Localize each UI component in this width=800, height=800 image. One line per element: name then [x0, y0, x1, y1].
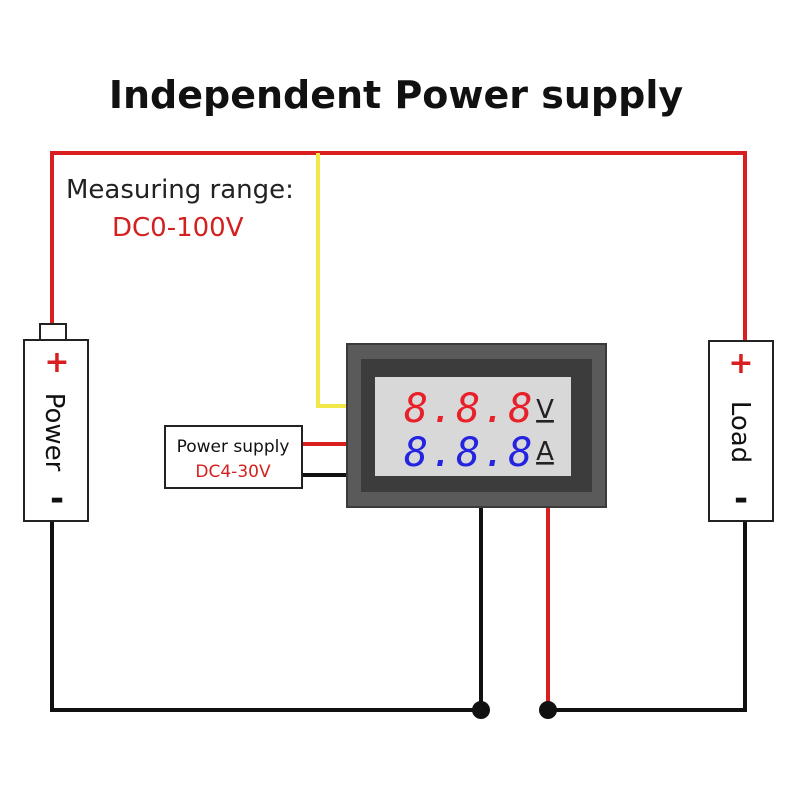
meter-supply-label: Power supply	[177, 437, 290, 457]
meter-supply-value: DC4-30V	[195, 462, 271, 482]
meter-screen	[375, 377, 571, 476]
power-battery-plus: +	[44, 345, 69, 380]
measuring-range-label: Measuring range:	[66, 175, 294, 205]
power-battery-body	[23, 339, 89, 522]
voltage-digits: 8.8.8	[404, 386, 534, 432]
power-battery: + Power -	[23, 323, 89, 522]
load-battery-body	[708, 340, 774, 522]
black-load-negative-wire	[548, 521, 747, 712]
yellow-sense-wire	[316, 153, 348, 408]
meter-supply-box: Power supply DC4-30V	[164, 425, 303, 489]
load-battery: + Load -	[708, 340, 774, 522]
current-digits: 8.8.8	[404, 430, 534, 476]
power-battery-label: Power	[39, 393, 69, 472]
load-battery-plus: +	[728, 346, 753, 381]
current-unit: A	[536, 437, 554, 467]
power-battery-minus: -	[50, 479, 64, 519]
junction-dot-shunt	[539, 701, 557, 719]
diagram-title: Independent Power supply	[109, 73, 684, 117]
junction-dot-negative	[472, 701, 490, 719]
voltmeter-ammeter: 8.8.8 V 8.8.8 A	[346, 343, 607, 508]
power-battery-terminal	[39, 323, 67, 341]
red-top-wire	[50, 151, 747, 341]
load-battery-minus: -	[734, 479, 748, 519]
voltage-unit: V	[536, 395, 554, 425]
measuring-range-value: DC0-100V	[112, 213, 244, 243]
load-battery-label: Load	[725, 401, 755, 463]
black-power-negative-wire	[50, 507, 483, 712]
